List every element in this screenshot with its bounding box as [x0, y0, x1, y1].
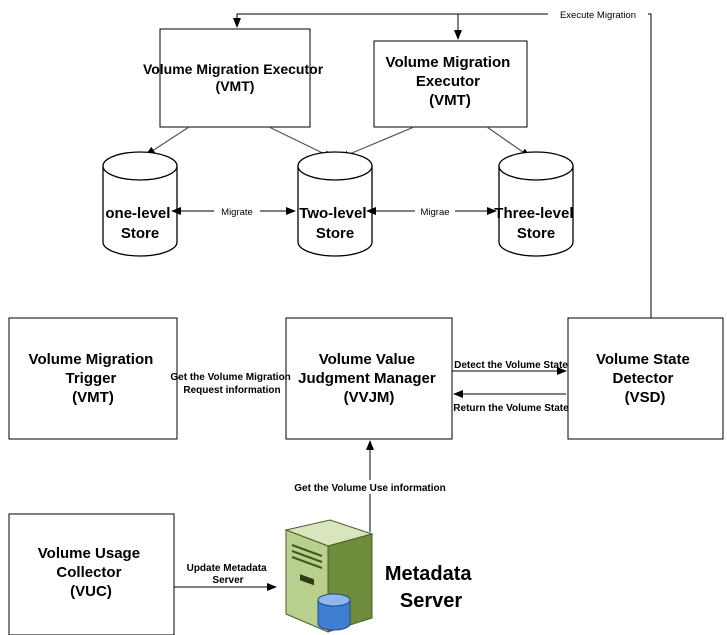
store-two-level: Two-level Store [297, 151, 373, 257]
server-database-icon [284, 519, 374, 633]
store-one-line-1: one-level [105, 205, 170, 222]
migrate-one-two-label: Migrate [221, 207, 253, 218]
metadata-server-line-2: Server [400, 590, 462, 612]
trigger-manager-line-2: Request information [183, 385, 280, 396]
store-three-line-1: Three-level [494, 205, 573, 222]
collector-line-2: Collector [56, 564, 121, 581]
update-metadata-line-1: Update Metadata [187, 563, 267, 574]
trigger-manager-line-1: Get the Volume Migration [170, 372, 290, 383]
execute-migration-connector [233, 13, 652, 318]
trigger-box [8, 317, 178, 440]
manager-line-1: Volume Value [319, 351, 415, 368]
store-one-line-2: Store [121, 225, 159, 242]
volume-use-label: Get the Volume Use information [294, 483, 446, 494]
return-state-label: Return the Volume State [453, 403, 569, 414]
executor-right-box [373, 40, 528, 128]
collector-box [8, 513, 175, 635]
manager-title: Volume Value Judgment Manager (VVJM) [298, 351, 440, 406]
detector-line-1: Volume State [596, 351, 690, 368]
detector-line-2: Detector [612, 370, 673, 387]
executor-left-line-2: (VMT) [216, 78, 255, 94]
trigger-line-1: Volume Migration [29, 351, 154, 368]
metadata-server-label: Metadata Server [385, 563, 477, 612]
store-one-level: one-level Store [102, 151, 178, 257]
collector-line-3: (VUC) [70, 583, 112, 600]
execute-migration-label: Execute Migration [560, 10, 636, 21]
store-two-line-2: Store [316, 225, 354, 242]
migrate-two-three-label: Migrae [420, 207, 449, 218]
manager-line-2: Judgment Manager [298, 370, 436, 387]
executor-left-title: Volume Migration Executor (VMT) [143, 61, 327, 94]
store-three-level: Three-level Store [494, 151, 577, 257]
executor-right-line-3: (VMT) [429, 92, 471, 109]
update-metadata-label: Update Metadata Server [187, 563, 270, 586]
trigger-title: Volume Migration Trigger (VMT) [29, 351, 158, 406]
detector-title: Volume State Detector (VSD) [596, 351, 694, 406]
store-one-label: one-level Store [105, 205, 174, 242]
executor-right-line-2: Executor [416, 73, 480, 90]
arrow-executor-right-to-two [339, 126, 415, 159]
executor-left-line-1: Volume Migration Executor [143, 61, 324, 77]
store-three-line-2: Store [517, 225, 555, 242]
collector-title: Volume Usage Collector (VUC) [38, 545, 144, 600]
executor-right-title: Volume Migration Executor (VMT) [386, 54, 515, 109]
update-metadata-line-2: Server [212, 575, 243, 586]
store-two-label: Two-level Store [299, 205, 370, 242]
manager-box [285, 317, 453, 440]
trigger-manager-label: Get the Volume Migration Request informa… [170, 372, 293, 396]
executor-left-box [159, 28, 311, 128]
store-two-line-1: Two-level [299, 205, 366, 222]
arrow-executor-left-to-one [145, 126, 190, 156]
detect-state-label: Detect the Volume State [454, 360, 568, 371]
manager-line-3: (VVJM) [344, 389, 395, 406]
arrow-executor-right-to-three [486, 126, 531, 158]
detector-box [567, 317, 724, 440]
detector-line-3: (VSD) [625, 389, 666, 406]
trigger-line-2: Trigger [65, 370, 116, 387]
store-three-label: Three-level Store [494, 205, 577, 242]
collector-line-1: Volume Usage [38, 545, 140, 562]
metadata-server-line-1: Metadata [385, 563, 473, 585]
executor-right-line-1: Volume Migration [386, 54, 511, 71]
trigger-line-3: (VMT) [72, 389, 114, 406]
